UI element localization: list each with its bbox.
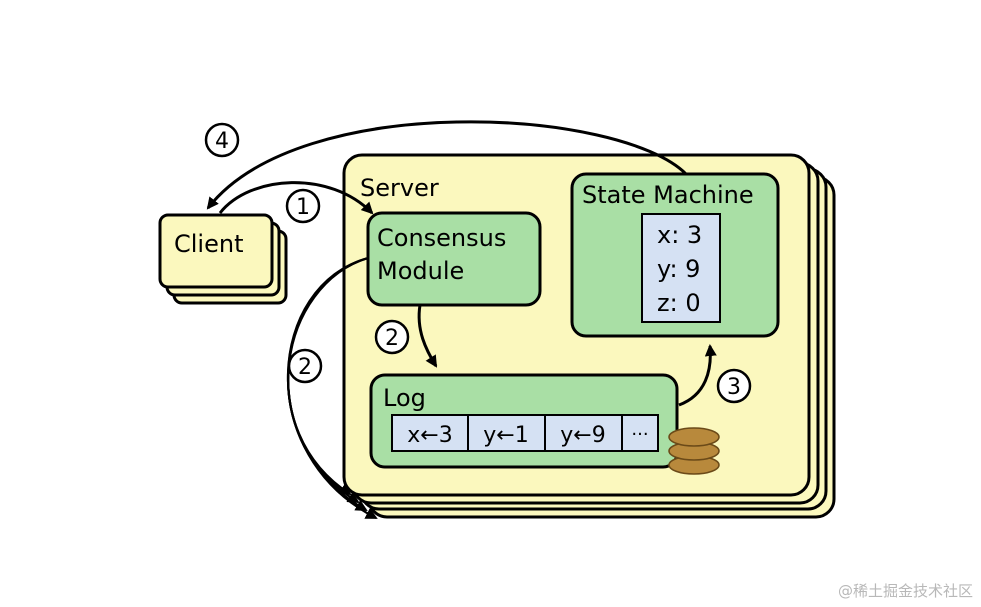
arrows: [206, 120, 717, 407]
watermark: @稀土掘金技术社区: [837, 582, 973, 600]
log-entry: ···: [631, 424, 648, 445]
log-entry-cell: [544, 414, 623, 452]
svg-text:1: 1: [296, 195, 310, 220]
svg-text:4: 4: [215, 129, 229, 154]
log-entry-cell: [621, 414, 659, 452]
log-entry: y←1: [483, 423, 528, 448]
log-title: Log: [383, 384, 426, 412]
disk-storage-icon: [668, 427, 720, 475]
arrow-step-3: [678, 344, 717, 407]
arrow-step-2-to-log: [417, 304, 438, 368]
state-vars-box: [641, 213, 721, 323]
consensus-module-line2: Module: [377, 257, 464, 285]
state-var: y: 9: [657, 255, 700, 283]
step-label-2-replication: 2: [287, 348, 323, 384]
step-label-2: 2: [374, 319, 410, 355]
arrow-step-1: [218, 181, 374, 215]
log-entry: x←3: [407, 423, 452, 448]
log-entries: x←3 y←1 y←9 ···: [391, 414, 659, 452]
svg-text:3: 3: [727, 375, 741, 400]
state-machine-title: State Machine: [582, 181, 754, 209]
svg-text:2: 2: [385, 326, 399, 351]
client-label: Client: [174, 230, 243, 258]
consensus-module-line1: Consensus: [377, 224, 506, 252]
server-label: Server: [360, 174, 439, 202]
step-label-1: 1: [285, 188, 321, 224]
state-var: z: 0: [657, 289, 701, 317]
step-label-3: 3: [716, 368, 752, 404]
svg-text:2: 2: [298, 355, 312, 380]
log-entry: y←9: [560, 423, 605, 448]
client-box: [158, 213, 274, 289]
step-label-4: 4: [204, 122, 240, 158]
state-var: x: 3: [657, 221, 702, 249]
client-stack: [158, 213, 288, 305]
arrow-step-4: [206, 120, 688, 210]
